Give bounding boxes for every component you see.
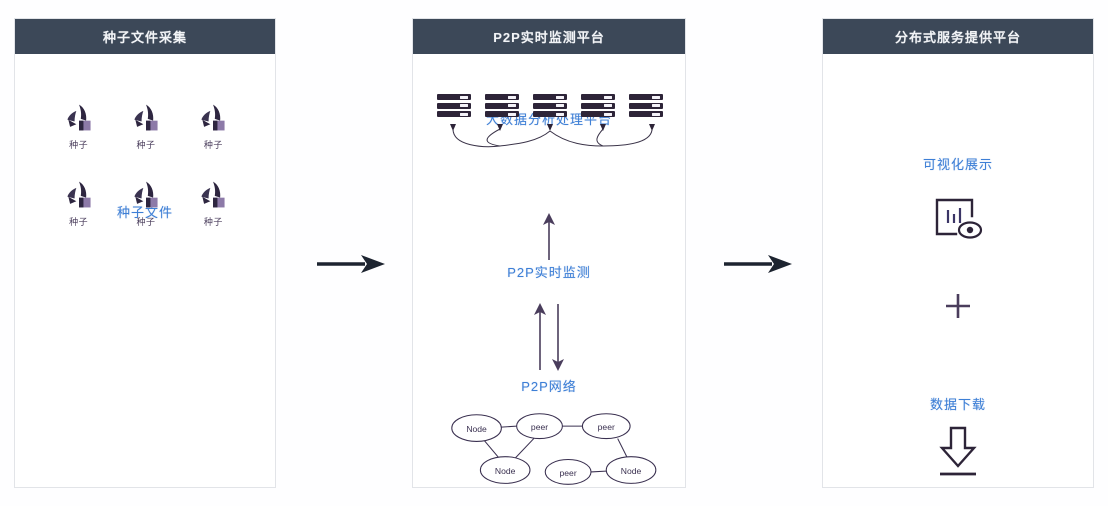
server-rack: [437, 94, 471, 120]
server-link-connectors: [450, 124, 655, 148]
server-rack: [581, 94, 615, 120]
panel-body-p2p-monitoring: 大数据分析处理平台: [413, 54, 685, 487]
section-title-p2p-monitor: P2P实时监测: [507, 265, 591, 280]
graph-node-labels: Node peer peer Node peer Node: [466, 422, 641, 478]
panel-p2p-monitoring: P2P实时监测平台 大数据分析处理平台: [412, 18, 686, 488]
section-title-seed-file: 种子文件: [116, 205, 173, 220]
arrow-right-icon: [317, 255, 385, 273]
satellite-dish-icon: [201, 104, 225, 131]
seed-file-grid: 种子 种子: [45, 102, 247, 228]
panel-header-p2p-monitoring: P2P实时监测平台: [413, 19, 685, 54]
list-item: 种子: [45, 102, 112, 151]
seed-item-label: 种子: [136, 140, 156, 150]
panel-body-service-platform: 可视化展示 数据下载: [823, 54, 1093, 487]
graph-nodes: [451, 413, 657, 485]
list-item: 种子: [112, 179, 179, 228]
server-unit: [629, 111, 663, 117]
server-unit: [629, 102, 663, 109]
graph-node-label: Node: [466, 424, 487, 434]
server-unit: [485, 102, 519, 109]
satellite-dish-icon: [201, 181, 225, 208]
seed-item-label: 种子: [69, 217, 89, 227]
satellite-dish-icon: [67, 104, 91, 131]
graph-node-label: peer: [560, 468, 577, 478]
server-unit: [485, 94, 519, 100]
section-title-download: 数据下载: [929, 397, 986, 412]
server-unit: [581, 94, 615, 100]
panel-title-seed-collection: 种子文件采集: [102, 30, 187, 45]
server-unit: [485, 111, 519, 117]
arrow-up-icon: [543, 213, 555, 260]
server-rack-row: [437, 94, 663, 120]
seed-item-label: 种子: [136, 217, 156, 227]
server-rack: [533, 94, 567, 120]
panel-seed-collection: 种子文件采集 种子文件 种子: [14, 18, 276, 488]
graph-node-label: Node: [621, 466, 642, 476]
list-item: 种子: [180, 102, 247, 151]
panel-title-service-platform: 分布式服务提供平台: [894, 30, 1021, 45]
arrow-up-down-icon: [534, 303, 564, 371]
server-unit: [533, 111, 567, 117]
panel-header-service-platform: 分布式服务提供平台: [823, 19, 1093, 54]
server-unit: [437, 111, 471, 117]
graph-edges: [483, 425, 628, 473]
download-arrow-icon: [939, 426, 977, 476]
chart-eye-icon: [935, 198, 983, 239]
plus-icon: [946, 294, 970, 318]
server-unit: [437, 102, 471, 109]
server-rack: [485, 94, 519, 120]
server-unit: [629, 94, 663, 100]
p2p-network-graph: Node peer peer Node peer Node: [451, 413, 657, 485]
panel-title-p2p-monitoring: P2P实时监测平台: [493, 30, 605, 45]
server-unit: [437, 94, 471, 100]
server-unit: [581, 102, 615, 109]
satellite-dish-icon: [134, 181, 158, 208]
list-item: 种子: [180, 179, 247, 228]
graph-node-label: peer: [598, 422, 615, 432]
arrow-right-icon: [724, 255, 792, 273]
section-title-visualization: 可视化展示: [922, 157, 993, 172]
satellite-dish-icon: [134, 104, 158, 131]
list-item: 种子: [112, 102, 179, 151]
server-unit: [533, 94, 567, 100]
server-unit: [533, 102, 567, 109]
section-title-p2p-network: P2P网络: [521, 379, 577, 394]
server-unit: [581, 111, 615, 117]
graph-node-label: Node: [495, 466, 516, 476]
list-item: 种子: [45, 179, 112, 228]
satellite-dish-icon: [67, 181, 91, 208]
panel-body-seed-collection: 种子文件 种子: [15, 54, 275, 487]
seed-item-label: 种子: [69, 140, 89, 150]
seed-item-label: 种子: [203, 140, 223, 150]
seed-item-label: 种子: [203, 217, 223, 227]
graph-node-label: peer: [531, 422, 548, 432]
server-rack: [629, 94, 663, 120]
panel-service-platform: 分布式服务提供平台 可视化展示 数据下载: [822, 18, 1094, 488]
panel-header-seed-collection: 种子文件采集: [15, 19, 275, 54]
